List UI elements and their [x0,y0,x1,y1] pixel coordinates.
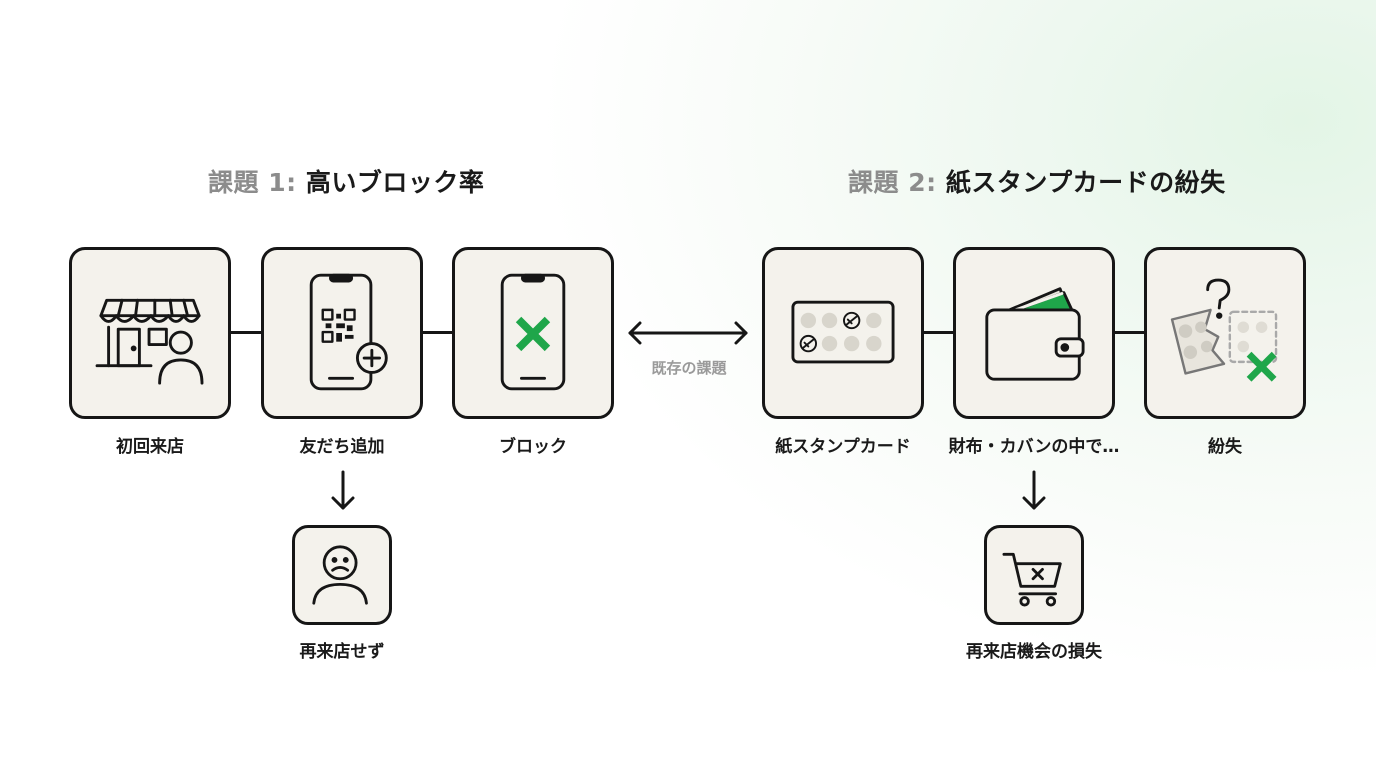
step-friend-add-label: 友だち追加 [299,437,385,457]
section2-title: 課題 2: 紙スタンプカードの紛失 [848,163,1226,199]
qr-phone-add-icon [309,273,388,391]
step-wallet [953,247,1115,419]
sad-person-icon [312,545,368,605]
step-block [452,247,614,419]
double-arrow-icon [628,321,748,345]
step-stamp-card-label: 紙スタンプカード [775,437,911,457]
cart-cancel-icon [1002,552,1062,607]
step-lost [1144,247,1306,419]
section1-title: 課題 1: 高いブロック率 [208,163,484,199]
section2-title-prefix: 課題 2: [848,168,937,197]
section2-title-main: 紙スタンプカードの紛失 [945,168,1226,197]
wallet-icon [985,287,1085,381]
existing-issue-label: 既存の課題 [651,359,727,377]
step-block-label: ブロック [499,437,567,457]
down-arrow-icon [331,470,355,510]
stamp-card-icon [791,300,895,364]
outcome-lost-opportunity-label: 再来店機会の損失 [966,642,1102,662]
connector-line [421,331,454,334]
step-wallet-label: 財布・カバンの中で… [948,437,1120,457]
step-stamp-card [762,247,924,419]
phone-block-icon [500,273,566,391]
connector-line [1113,331,1146,334]
storefront-icon [95,298,204,385]
step-lost-label: 紛失 [1208,437,1242,457]
connector-line [922,331,955,334]
step-friend-add [261,247,423,419]
down-arrow-icon [1022,470,1046,510]
outcome-lost-opportunity [984,525,1084,625]
outcome-no-return-label: 再来店せず [299,642,385,662]
connector-line [230,331,263,334]
lost-card-icon [1170,278,1278,382]
outcome-no-return [292,525,392,625]
step-first-visit-label: 初回来店 [116,437,184,457]
section1-title-prefix: 課題 1: [208,168,297,197]
section1-title-main: 高いブロック率 [305,168,485,197]
step-first-visit [69,247,231,419]
